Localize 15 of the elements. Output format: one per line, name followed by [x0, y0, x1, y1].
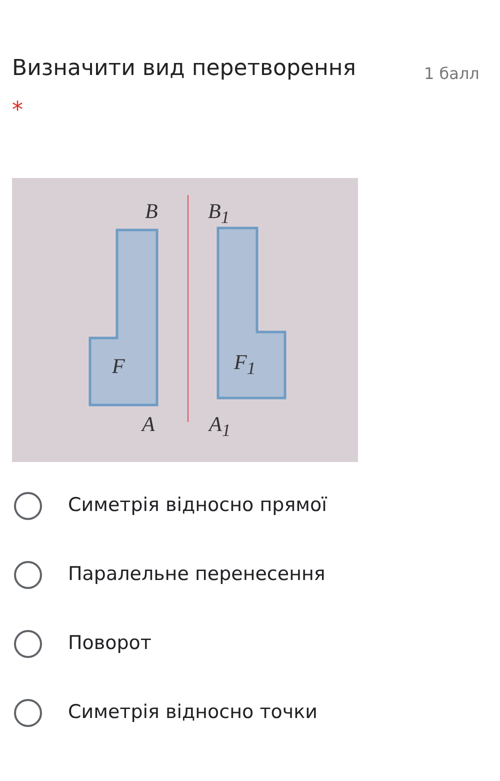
- point-label: B$_{1}$: [208, 199, 230, 228]
- required-mark: *: [12, 98, 23, 123]
- point-label: B: [145, 199, 158, 224]
- question-title: Визначити вид перетворення: [12, 56, 356, 81]
- option-label: Паралельне перенесення: [68, 563, 326, 585]
- figure-shape: [218, 228, 285, 398]
- figure-label: F: [112, 354, 125, 379]
- point-label: A: [142, 412, 155, 437]
- option-label: Поворот: [68, 632, 152, 654]
- point-label: A$_{1}$: [209, 412, 231, 442]
- points-label: 1 балл: [424, 64, 480, 83]
- option-label: Симетрія відносно прямої: [68, 494, 327, 516]
- option-label: Симетрія відносно точки: [68, 701, 318, 723]
- figure-label: F$_{1}$: [234, 350, 256, 380]
- figure-shape: [90, 230, 157, 405]
